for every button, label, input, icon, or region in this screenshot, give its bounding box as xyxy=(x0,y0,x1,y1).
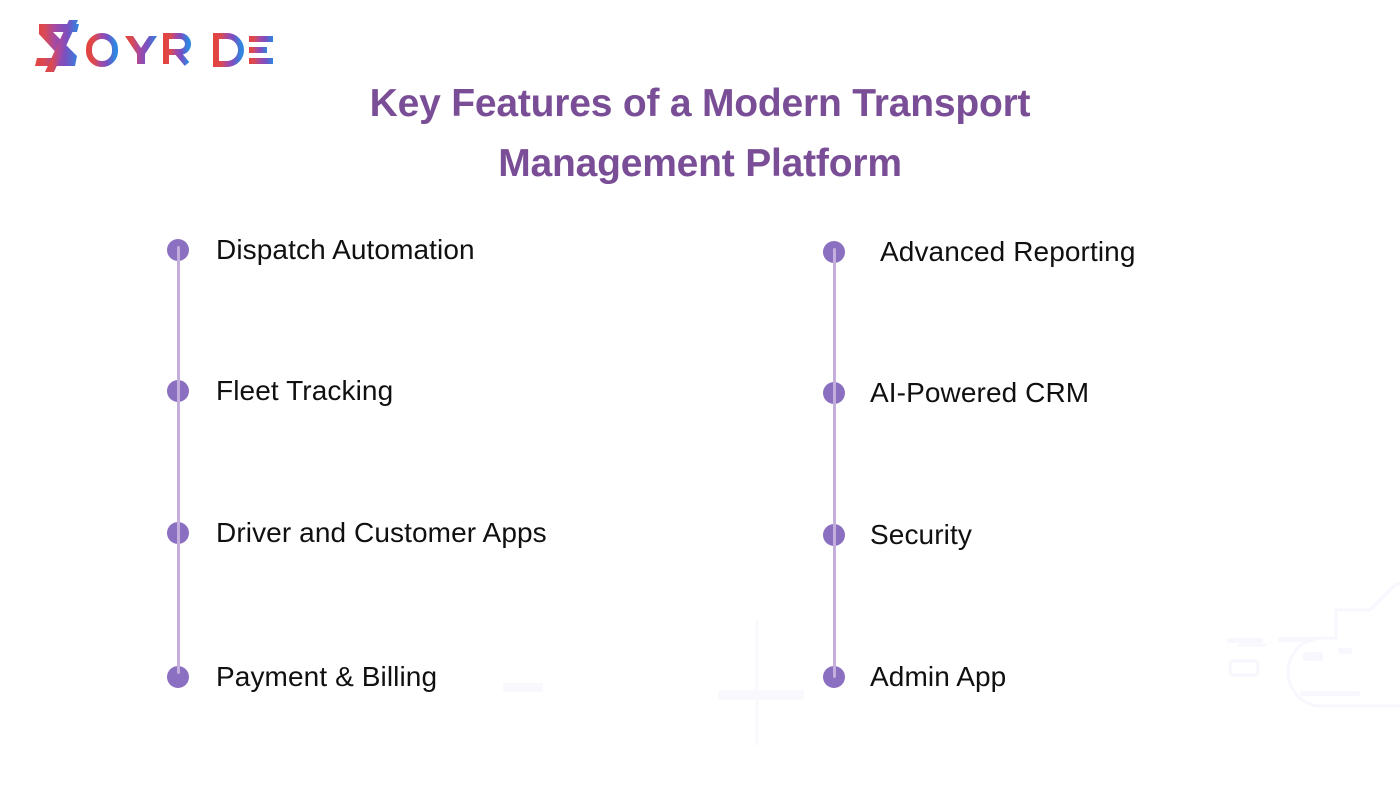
timeline-connector-left xyxy=(177,246,180,674)
page-title-line-2: Management Platform xyxy=(498,142,902,186)
feature-item[interactable]: Dispatch Automation xyxy=(150,236,475,264)
bullet-icon xyxy=(167,666,189,688)
zoyride-logo[interactable] xyxy=(33,20,273,72)
feature-item[interactable]: Advanced Reporting xyxy=(806,238,1136,266)
feature-label: Fleet Tracking xyxy=(216,375,394,406)
feature-label: Advanced Reporting xyxy=(880,236,1136,267)
feature-label: Admin App xyxy=(870,661,1007,692)
page-title: Key Features of a Modern Transport Manag… xyxy=(330,74,1070,194)
timeline-connector-right xyxy=(833,248,836,678)
feature-label: Dispatch Automation xyxy=(216,234,475,265)
feature-item[interactable]: Driver and Customer Apps xyxy=(150,519,547,547)
feature-item[interactable]: AI-Powered CRM xyxy=(806,379,1089,407)
feature-label: Payment & Billing xyxy=(216,661,438,692)
feature-item[interactable]: Fleet Tracking xyxy=(150,377,393,405)
feature-item[interactable]: Admin App xyxy=(806,663,1006,691)
feature-item[interactable]: Security xyxy=(806,521,972,549)
feature-label: Driver and Customer Apps xyxy=(216,517,547,548)
feature-label: Security xyxy=(870,519,972,550)
page-title-line-1: Key Features of a Modern Transport xyxy=(369,82,1031,126)
feature-item[interactable]: Payment & Billing xyxy=(150,663,437,691)
feature-label: AI-Powered CRM xyxy=(870,377,1090,408)
